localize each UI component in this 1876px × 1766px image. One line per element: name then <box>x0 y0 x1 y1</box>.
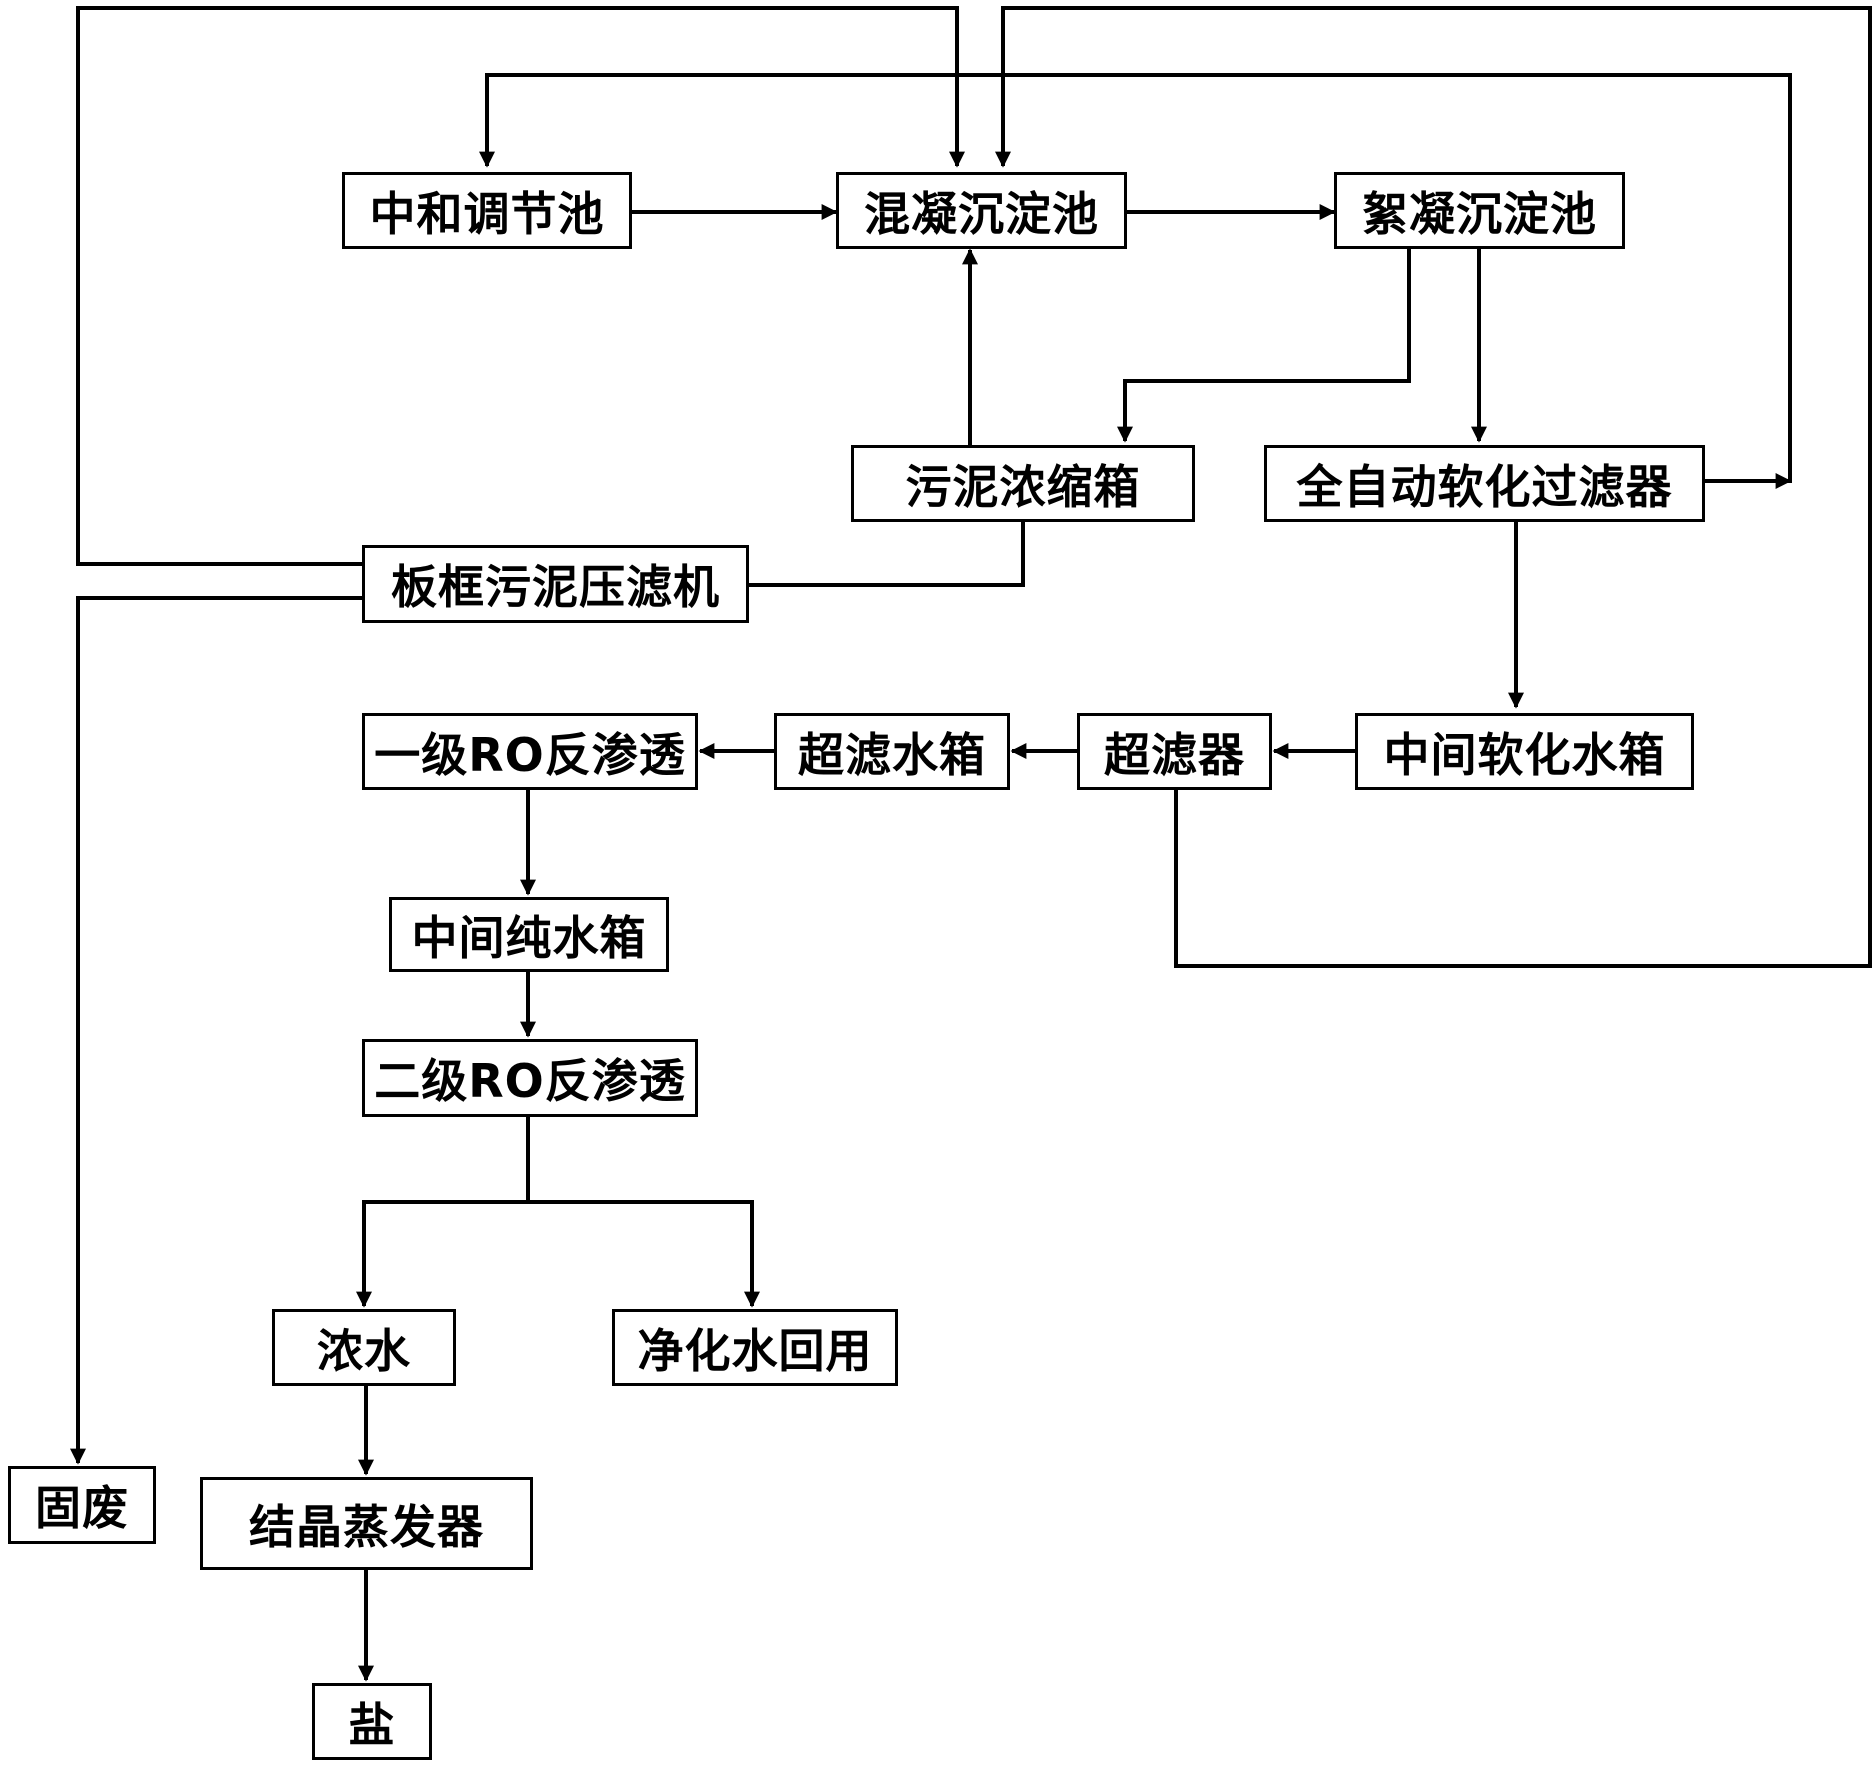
softening-filter-box: 全自动软化过滤器 <box>1264 445 1705 522</box>
ro-stage2-split-line <box>356 1117 530 1308</box>
uf-tank-box: 超滤水箱 <box>774 713 1010 790</box>
soft-water-tank-box: 中间软化水箱 <box>1355 713 1694 790</box>
ultrafilter-return-line <box>995 6 1872 968</box>
crystallizer-box: 结晶蒸发器 <box>200 1477 533 1570</box>
salt-box: 盐 <box>312 1683 432 1760</box>
filter-press-filtrate-return-line <box>76 6 965 566</box>
softening-filter-return-line <box>479 73 1792 483</box>
pure-water-tank-box: 中间纯水箱 <box>389 897 669 972</box>
sludge-thickener-box: 污泥浓缩箱 <box>851 445 1195 522</box>
neutralization-tank-box: 中和调节池 <box>342 172 632 249</box>
filter-press-box: 板框污泥压滤机 <box>362 545 749 623</box>
concentrate-box: 浓水 <box>272 1309 456 1386</box>
flocculation-to-sludge-thickener-arrow <box>1117 245 1411 443</box>
filter-press-to-solid-waste-arrow <box>70 596 362 1465</box>
ro-stage2-box: 二级RO反渗透 <box>362 1039 698 1117</box>
ro-stage2-to-reuse-arrow <box>528 1200 760 1308</box>
sludge-thickener-to-filter-press-line <box>749 519 1025 587</box>
ultrafilter-box: 超滤器 <box>1077 713 1272 790</box>
solid-waste-box: 固废 <box>8 1466 156 1544</box>
reuse-water-box: 净化水回用 <box>612 1309 898 1386</box>
coagulation-tank-box: 混凝沉淀池 <box>836 172 1127 249</box>
flocculation-tank-box: 絮凝沉淀池 <box>1334 172 1625 249</box>
ro-stage1-box: 一级RO反渗透 <box>362 713 698 790</box>
